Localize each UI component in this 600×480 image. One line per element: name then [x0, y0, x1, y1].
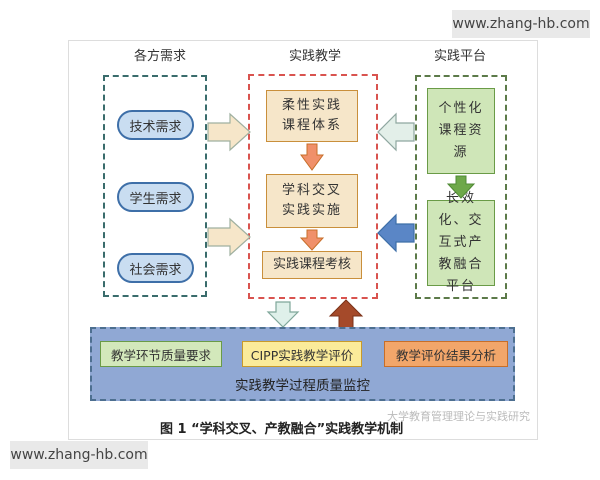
arrow-needs-to-teaching-lower — [207, 217, 251, 257]
platform-personalized-resources: 个性化课程资源 — [427, 88, 495, 174]
figure-caption: 图 1 “学科交叉、产教融合”实践教学机制 — [160, 422, 404, 437]
figure — [68, 40, 538, 440]
arrow-platform-down — [446, 175, 476, 199]
monitor-quality-requirements: 教学环节质量要求 — [100, 341, 222, 367]
need-student: 学生需求 — [117, 182, 194, 212]
need-technical: 技术需求 — [117, 110, 194, 140]
monitor-label: 实践教学过程质量监控 — [235, 378, 370, 394]
arrow-teaching-to-monitor — [266, 301, 300, 328]
platform-container — [415, 75, 507, 299]
arrow-platform-to-teaching-upper — [377, 112, 415, 152]
platform-industry-education: 长效化、交互式产教融合平台 — [427, 191, 495, 294]
arrow-needs-to-teaching-upper — [207, 112, 251, 152]
column-header-platform: 实践平台 — [433, 49, 486, 64]
teaching-flexible-curriculum: 柔性实践课程体系 — [266, 90, 358, 142]
arrow-teaching-step1 — [300, 143, 324, 171]
column-header-teaching: 实践教学 — [288, 49, 341, 64]
watermark-bottom-text: www.zhang-hb.com — [10, 447, 148, 463]
monitor-cipp-evaluation: CIPP实践教学评价 — [242, 341, 362, 367]
arrow-monitor-to-teaching — [328, 299, 364, 329]
arrow-teaching-step2 — [299, 229, 325, 251]
column-header-needs: 各方需求 — [133, 49, 186, 64]
teaching-container — [248, 74, 378, 299]
monitor-result-analysis: 教学评价结果分析 — [384, 341, 508, 367]
watermark-bottom: www.zhang-hb.com — [10, 441, 148, 469]
watermark-top: www.zhang-hb.com — [452, 10, 590, 38]
arrow-platform-to-teaching-lower — [377, 213, 415, 253]
needs-container — [103, 75, 207, 297]
need-society: 社会需求 — [117, 253, 194, 283]
teaching-interdisciplinary-practice: 学科交叉实践实施 — [266, 174, 358, 228]
teaching-course-assessment: 实践课程考核 — [262, 251, 362, 279]
caption-overlay: 大学教育管理理论与实践研究 — [387, 410, 530, 423]
watermark-top-text: www.zhang-hb.com — [452, 16, 590, 32]
